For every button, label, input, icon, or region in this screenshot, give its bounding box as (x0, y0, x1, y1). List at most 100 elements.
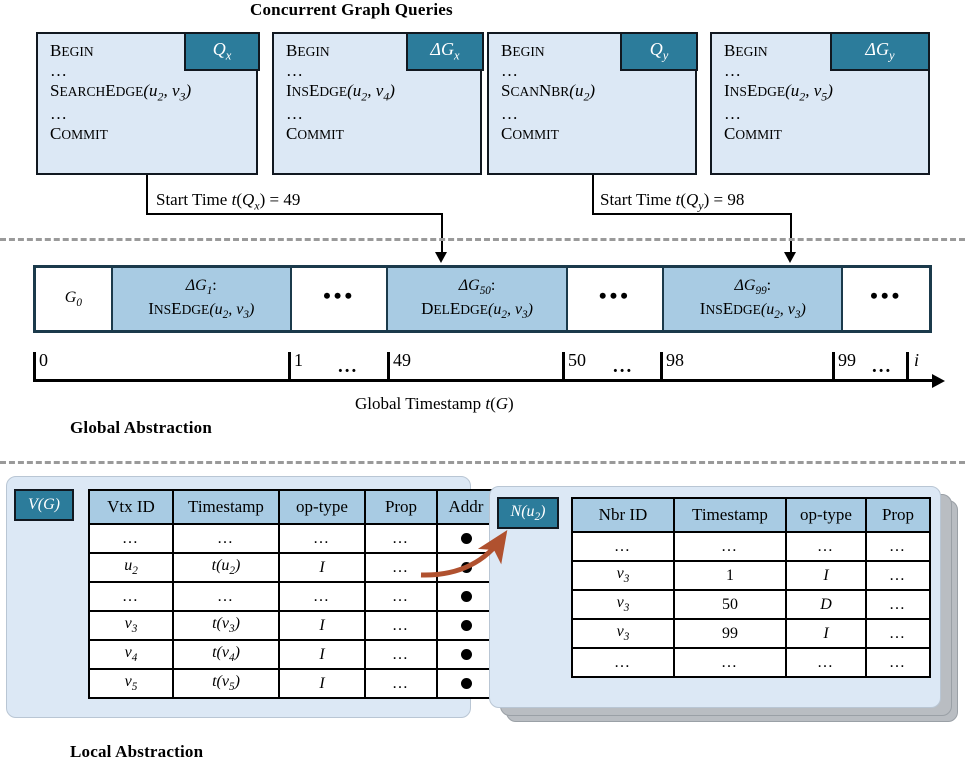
start-time-qy-label: Start Time (600, 190, 676, 209)
query-tag-dgx[interactable]: ΔGx (406, 32, 484, 71)
timeline-cell-dg50[interactable]: ΔG50: DELEDGE(u2, v3) (388, 268, 568, 330)
global-abstraction-title: Global Abstraction (70, 418, 212, 437)
query-tag-qy[interactable]: Qy (620, 32, 698, 71)
vertex-table-tag[interactable]: V(G) (14, 489, 74, 521)
table-row[interactable]: … … … … (505, 531, 931, 562)
axis-ellipsis: ... (872, 356, 893, 377)
query-begin-label: BEGIN (501, 41, 545, 60)
cell-op-type: … (785, 531, 867, 562)
cell-vtx-id: v3 (88, 610, 174, 641)
query-tag-qx[interactable]: Qx (184, 32, 260, 71)
query-ellipsis-top: … (724, 61, 743, 81)
cell-timestamp: t(v4) (172, 639, 280, 670)
timeline-cell-g0[interactable]: G0 (36, 268, 113, 330)
table-row[interactable]: u2 t(u2) I … (22, 552, 496, 583)
cell-timestamp: … (673, 531, 787, 562)
cell-timestamp: … (172, 523, 280, 554)
connector-qx-vertical (146, 175, 148, 215)
cell-prop: … (865, 531, 931, 562)
divider-top (0, 238, 965, 241)
timeline-cell-ellipsis: ••• (567, 268, 665, 330)
table-row[interactable]: v3 t(v3) I … (22, 610, 496, 641)
cell-prop: … (364, 610, 438, 641)
timeline-cell-op: INSEDGE(u2, v3) (699, 298, 806, 321)
cell-prop: … (865, 618, 931, 649)
axis-tick-label: 1 (294, 350, 303, 370)
start-time-qy: Start Time t(Qy) = 98 (600, 190, 745, 213)
cell-addr (436, 668, 496, 699)
connector-qy-horizontal (592, 213, 792, 215)
cell-vtx-id: … (88, 523, 174, 554)
cell-prop: … (865, 589, 931, 620)
table-row[interactable]: v3 99 I … (505, 618, 931, 649)
table-row[interactable]: v3 50 D … (505, 589, 931, 620)
col-op-type: op-type (785, 497, 867, 533)
addr-pointer-dot-icon (460, 649, 472, 661)
row-spacer (22, 640, 89, 669)
query-box-dgx[interactable]: BEGIN … INSEDGE(u2, v4) … COMMIT (272, 32, 482, 175)
query-box-dgy[interactable]: BEGIN … INSEDGE(u2, v5) … COMMIT (710, 32, 930, 175)
table-row[interactable]: v4 t(v4) I … (22, 639, 496, 670)
row-spacer (505, 619, 572, 648)
axis-tick-label: 50 (568, 350, 586, 370)
row-spacer (22, 611, 89, 640)
nbr-table-tag[interactable]: N(u2) (497, 497, 559, 529)
cell-timestamp: t(u2) (172, 552, 280, 583)
timeline-cell-label: ΔG99: (734, 276, 772, 298)
table-row[interactable]: … … … … (22, 523, 496, 554)
row-spacer (22, 582, 89, 611)
row-spacer (22, 669, 89, 698)
query-commit-label: COMMIT (286, 123, 344, 143)
cell-op-type: I (278, 668, 366, 699)
query-ellipsis-top: … (501, 61, 520, 81)
cell-op-type: I (278, 610, 366, 641)
table-row[interactable]: v3 1 I … (505, 560, 931, 591)
cell-addr (436, 610, 496, 641)
pointer-arrow-path (420, 530, 508, 578)
query-commit-label: COMMIT (724, 123, 782, 143)
addr-pointer-dot-icon (460, 620, 472, 632)
cell-timestamp: t(v5) (172, 668, 280, 699)
axis-tick (832, 352, 835, 380)
col-prop: Prop (364, 489, 438, 525)
timeline-cell-dg1[interactable]: ΔG1: INSEDGE(u2, v3) (112, 268, 292, 330)
addr-pointer-dot-icon (460, 591, 472, 603)
axis-caption-text: Global Timestamp (355, 394, 486, 413)
query-ellipsis-bottom: … (724, 103, 743, 123)
query-ellipsis-top: … (286, 61, 305, 81)
cell-op-type: … (785, 647, 867, 678)
query-tag-text: Qx (212, 39, 232, 63)
start-time-qy-value: = 98 (709, 190, 745, 209)
row-spacer (22, 553, 89, 582)
timeline-cell-label: G0 (64, 288, 82, 309)
page-title: Concurrent Graph Queries (250, 0, 453, 19)
timeline-cell-dg99[interactable]: ΔG99: INSEDGE(u2, v3) (664, 268, 844, 330)
axis-tick-label: 99 (838, 350, 856, 370)
axis-line (33, 379, 936, 382)
col-prop: Prop (865, 497, 931, 533)
table-row[interactable]: … … … … (22, 581, 496, 612)
query-commit-label: COMMIT (501, 123, 559, 143)
query-ellipsis-bottom: … (501, 103, 520, 123)
table-row[interactable]: … … … … (505, 647, 931, 678)
col-vtx-id: Vtx ID (88, 489, 174, 525)
query-operation: SCANNBR(u2) (501, 80, 596, 104)
query-tag-text: ΔGy (865, 39, 895, 63)
query-begin-label: BEGIN (724, 41, 768, 60)
axis-tick (562, 352, 565, 380)
cell-vtx-id: v5 (88, 668, 174, 699)
connector-qy-drop (790, 213, 792, 257)
query-tag-dgy[interactable]: ΔGy (830, 32, 930, 71)
local-abstraction-title: Local Abstraction (70, 742, 204, 761)
query-ellipsis-top: … (50, 61, 69, 81)
addr-pointer-dot-icon (460, 533, 472, 545)
axis-ellipsis: ... (338, 356, 359, 377)
cell-op-type: D (785, 589, 867, 620)
axis-tick (288, 352, 291, 380)
nbr-table: Nbr ID Timestamp op-type Prop … … … … v3 (505, 497, 931, 678)
cell-op-type: I (278, 639, 366, 670)
cell-timestamp: t(v3) (172, 610, 280, 641)
arrowhead-qx-icon (435, 252, 447, 263)
table-row[interactable]: v5 t(v5) I … (22, 668, 496, 699)
cell-prop: … (364, 552, 438, 583)
